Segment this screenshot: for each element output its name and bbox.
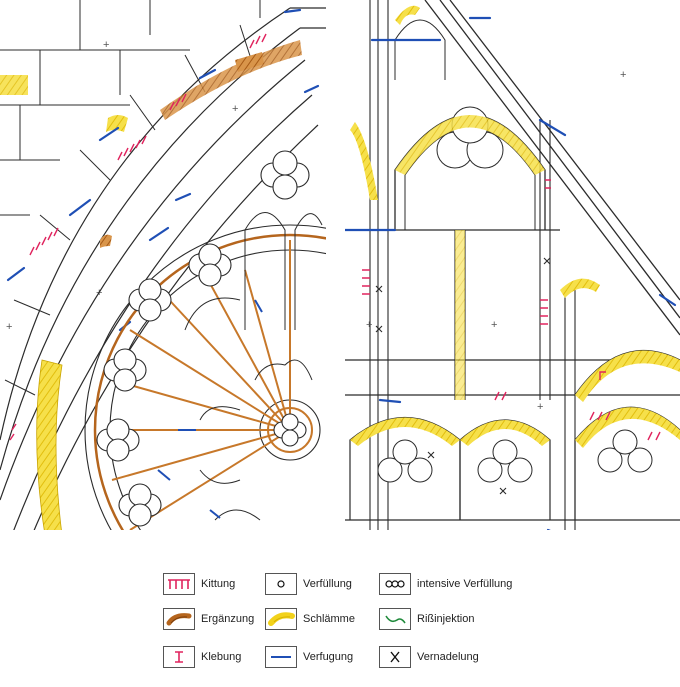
svg-text:+: + — [6, 321, 12, 333]
red-bracket-icon — [163, 646, 195, 668]
svg-text:+: + — [491, 319, 497, 331]
legend-label: Verfüllung — [303, 578, 352, 590]
legend-label: Kittung — [201, 578, 236, 590]
legend-label: Rißinjektion — [417, 613, 475, 625]
legend-label: Vernadelung — [417, 651, 479, 663]
legend-label: intensive Verfüllung — [417, 578, 513, 590]
legend-label: Verfugung — [303, 651, 354, 663]
legend-item-kittung: Kittung — [163, 571, 235, 597]
legend-label: Schlämme — [303, 613, 355, 625]
legend-item-verfuellung: Verfüllung — [265, 571, 352, 597]
triple-circle-icon — [379, 573, 411, 595]
svg-text:+: + — [103, 39, 109, 51]
legend-item-ergaenzung: Ergänzung — [163, 606, 254, 632]
svg-text:+: + — [232, 103, 238, 115]
red-ticks-icon — [163, 573, 195, 595]
legend-item-klebung: Klebung — [163, 644, 241, 670]
legend-item-schlaemme: Schlämme — [265, 606, 355, 632]
brown-hatch-icon — [163, 608, 195, 630]
legend-item-intensive-verfuellung: intensive Verfüllung — [379, 571, 512, 597]
right-panel-gable-tracery: + + + + — [345, 0, 680, 540]
legend-item-verfugung: Verfugung — [265, 644, 353, 670]
svg-text:+: + — [537, 401, 543, 413]
yellow-hatch-icon — [265, 608, 297, 630]
x-cross-icon — [379, 646, 411, 668]
left-panel-rose-window: + + + + — [0, 0, 326, 540]
green-curve-icon — [379, 608, 411, 630]
small-circle-icon — [265, 573, 297, 595]
legend-label: Ergänzung — [201, 613, 255, 625]
legend: Kittung Verfüllung intensive Verfüllung … — [0, 540, 680, 687]
restoration-drawing: + + + + — [0, 0, 680, 540]
legend-label: Klebung — [201, 651, 242, 663]
blue-line-icon — [265, 646, 297, 668]
svg-text:+: + — [366, 319, 372, 331]
svg-text:+: + — [620, 69, 626, 81]
legend-item-rissinjektion: Rißinjektion — [379, 606, 474, 632]
legend-item-vernadelung: Vernadelung — [379, 644, 479, 670]
